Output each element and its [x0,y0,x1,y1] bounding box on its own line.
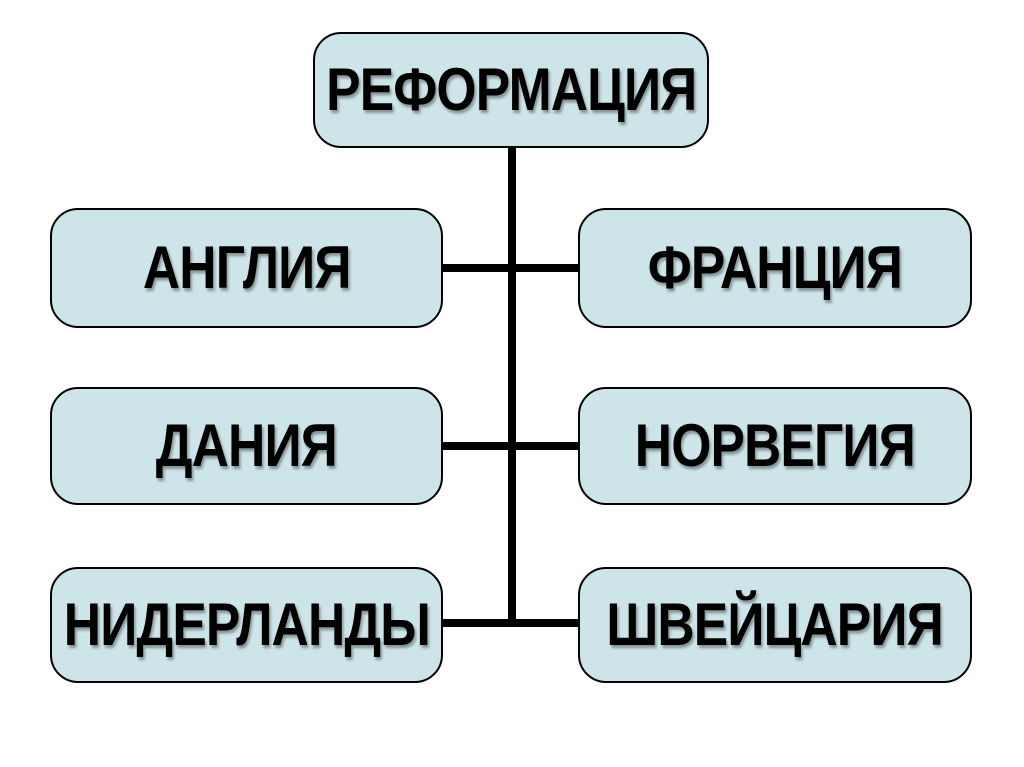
node-switzerland: ШВЕЙЦАРИЯ [578,567,972,683]
node-reformation-label: РЕФОРМАЦИЯ [325,56,697,123]
connector-row1 [443,264,578,272]
node-norway-label: НОРВЕГИЯ [634,412,916,479]
node-switzerland-label: ШВЕЙЦАРИЯ [606,591,944,658]
node-reformation: РЕФОРМАЦИЯ [313,32,709,148]
node-france: ФРАНЦИЯ [578,208,972,328]
node-england: АНГЛИЯ [50,208,443,328]
connector-vertical-trunk [508,148,516,627]
node-england-label: АНГЛИЯ [142,234,352,301]
connector-row3 [443,619,578,627]
connector-row2 [443,442,578,450]
node-denmark-label: ДАНИЯ [155,412,338,479]
node-france-label: ФРАНЦИЯ [647,234,903,301]
node-netherlands-label: НИДЕРЛАНДЫ [63,591,430,658]
node-norway: НОРВЕГИЯ [578,387,972,505]
node-denmark: ДАНИЯ [50,387,443,505]
node-netherlands: НИДЕРЛАНДЫ [50,567,443,683]
